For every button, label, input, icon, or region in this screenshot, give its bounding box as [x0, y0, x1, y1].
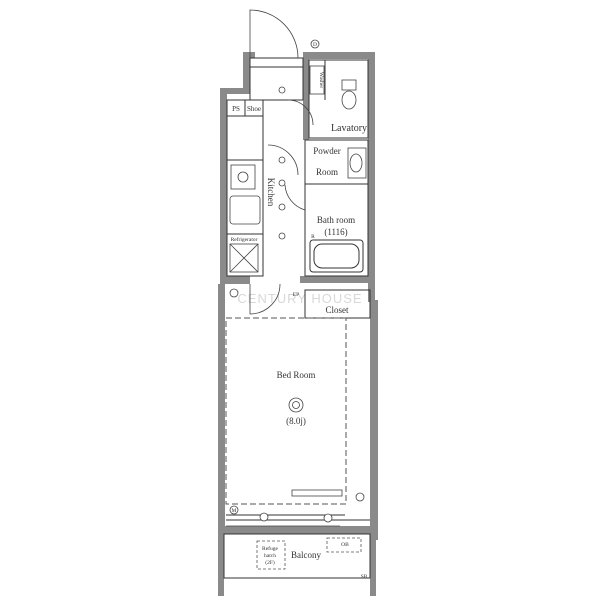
bath-size-label: (1116) — [324, 227, 347, 237]
sb-box — [326, 537, 362, 553]
bath-room-label: Bath room — [317, 215, 355, 225]
closet-label: Closet — [325, 305, 349, 315]
walls — [218, 52, 378, 596]
lavatory-label: Lavatory — [331, 123, 367, 134]
bed-size-label: (8.0j) — [286, 416, 306, 426]
shoe-mark: Shoe — [247, 105, 261, 113]
refuge-label-line2: hatch — [264, 553, 276, 559]
balcony-label: Balcony — [291, 550, 321, 560]
kitchen-label: Kitchen — [266, 178, 276, 207]
watermark: CENTURY HOUSE — [237, 291, 362, 306]
m-mark: M — [232, 508, 237, 514]
r-mark: R — [311, 234, 315, 240]
bed-room-label: Bed Room — [277, 370, 316, 380]
marks: PS Shoe Washer EP M D R OB SB — [232, 42, 368, 580]
ps-mark: PS — [232, 105, 240, 113]
refuge-label-line3: (2F) — [265, 559, 275, 566]
refrigerator-label: Refrigerator — [231, 236, 258, 243]
fixtures — [229, 39, 367, 523]
refuge-label-line1: Refuge — [262, 545, 278, 552]
doors — [226, 9, 340, 527]
d-mark: D — [313, 42, 317, 48]
ob-mark: OB — [341, 542, 349, 548]
room-labels: Lavatory Powder Room Bath room (1116) Ki… — [231, 123, 367, 566]
refuge-hatch — [256, 540, 286, 570]
washer-mark: Washer — [318, 72, 324, 89]
ep-mark: EP — [293, 292, 299, 298]
partitions — [223, 57, 371, 579]
powder-room-label-line2: Room — [316, 167, 338, 177]
sb-mark: SB — [361, 574, 368, 580]
powder-room-label-line1: Powder — [313, 146, 341, 156]
